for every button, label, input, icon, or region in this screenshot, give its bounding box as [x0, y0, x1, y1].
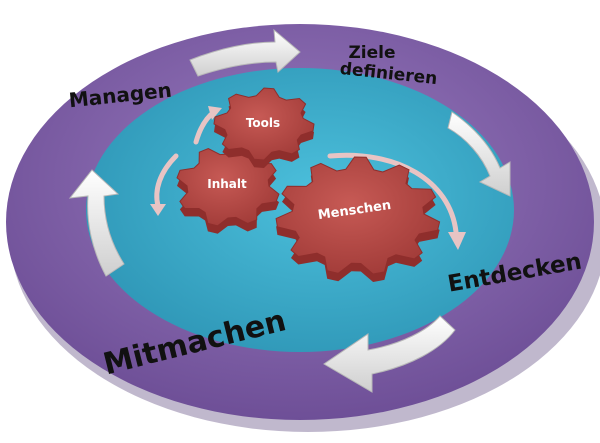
- arrowhead-icon: [448, 232, 466, 250]
- gear-people-icon: [275, 156, 441, 275]
- phase-label-goals-line1: Ziele: [348, 43, 395, 63]
- arrowhead-icon: [208, 106, 222, 120]
- curved-arrow-icon: [189, 28, 301, 77]
- arrowhead-icon: [150, 204, 166, 216]
- gear-tools-icon: [213, 87, 315, 161]
- gear-label-tools: Tools: [246, 116, 280, 130]
- curved-arrow-icon: [68, 169, 125, 277]
- cycle-arrows: [68, 28, 511, 393]
- gears-group: [176, 87, 441, 282]
- curved-arrow-icon: [327, 152, 459, 235]
- gear-label-content: Inhalt: [207, 177, 247, 191]
- gear-rotation-arrowheads: [150, 106, 466, 250]
- curved-arrow-icon: [154, 153, 179, 209]
- curved-arrow-icon: [323, 315, 456, 393]
- curved-arrow-icon: [447, 111, 511, 197]
